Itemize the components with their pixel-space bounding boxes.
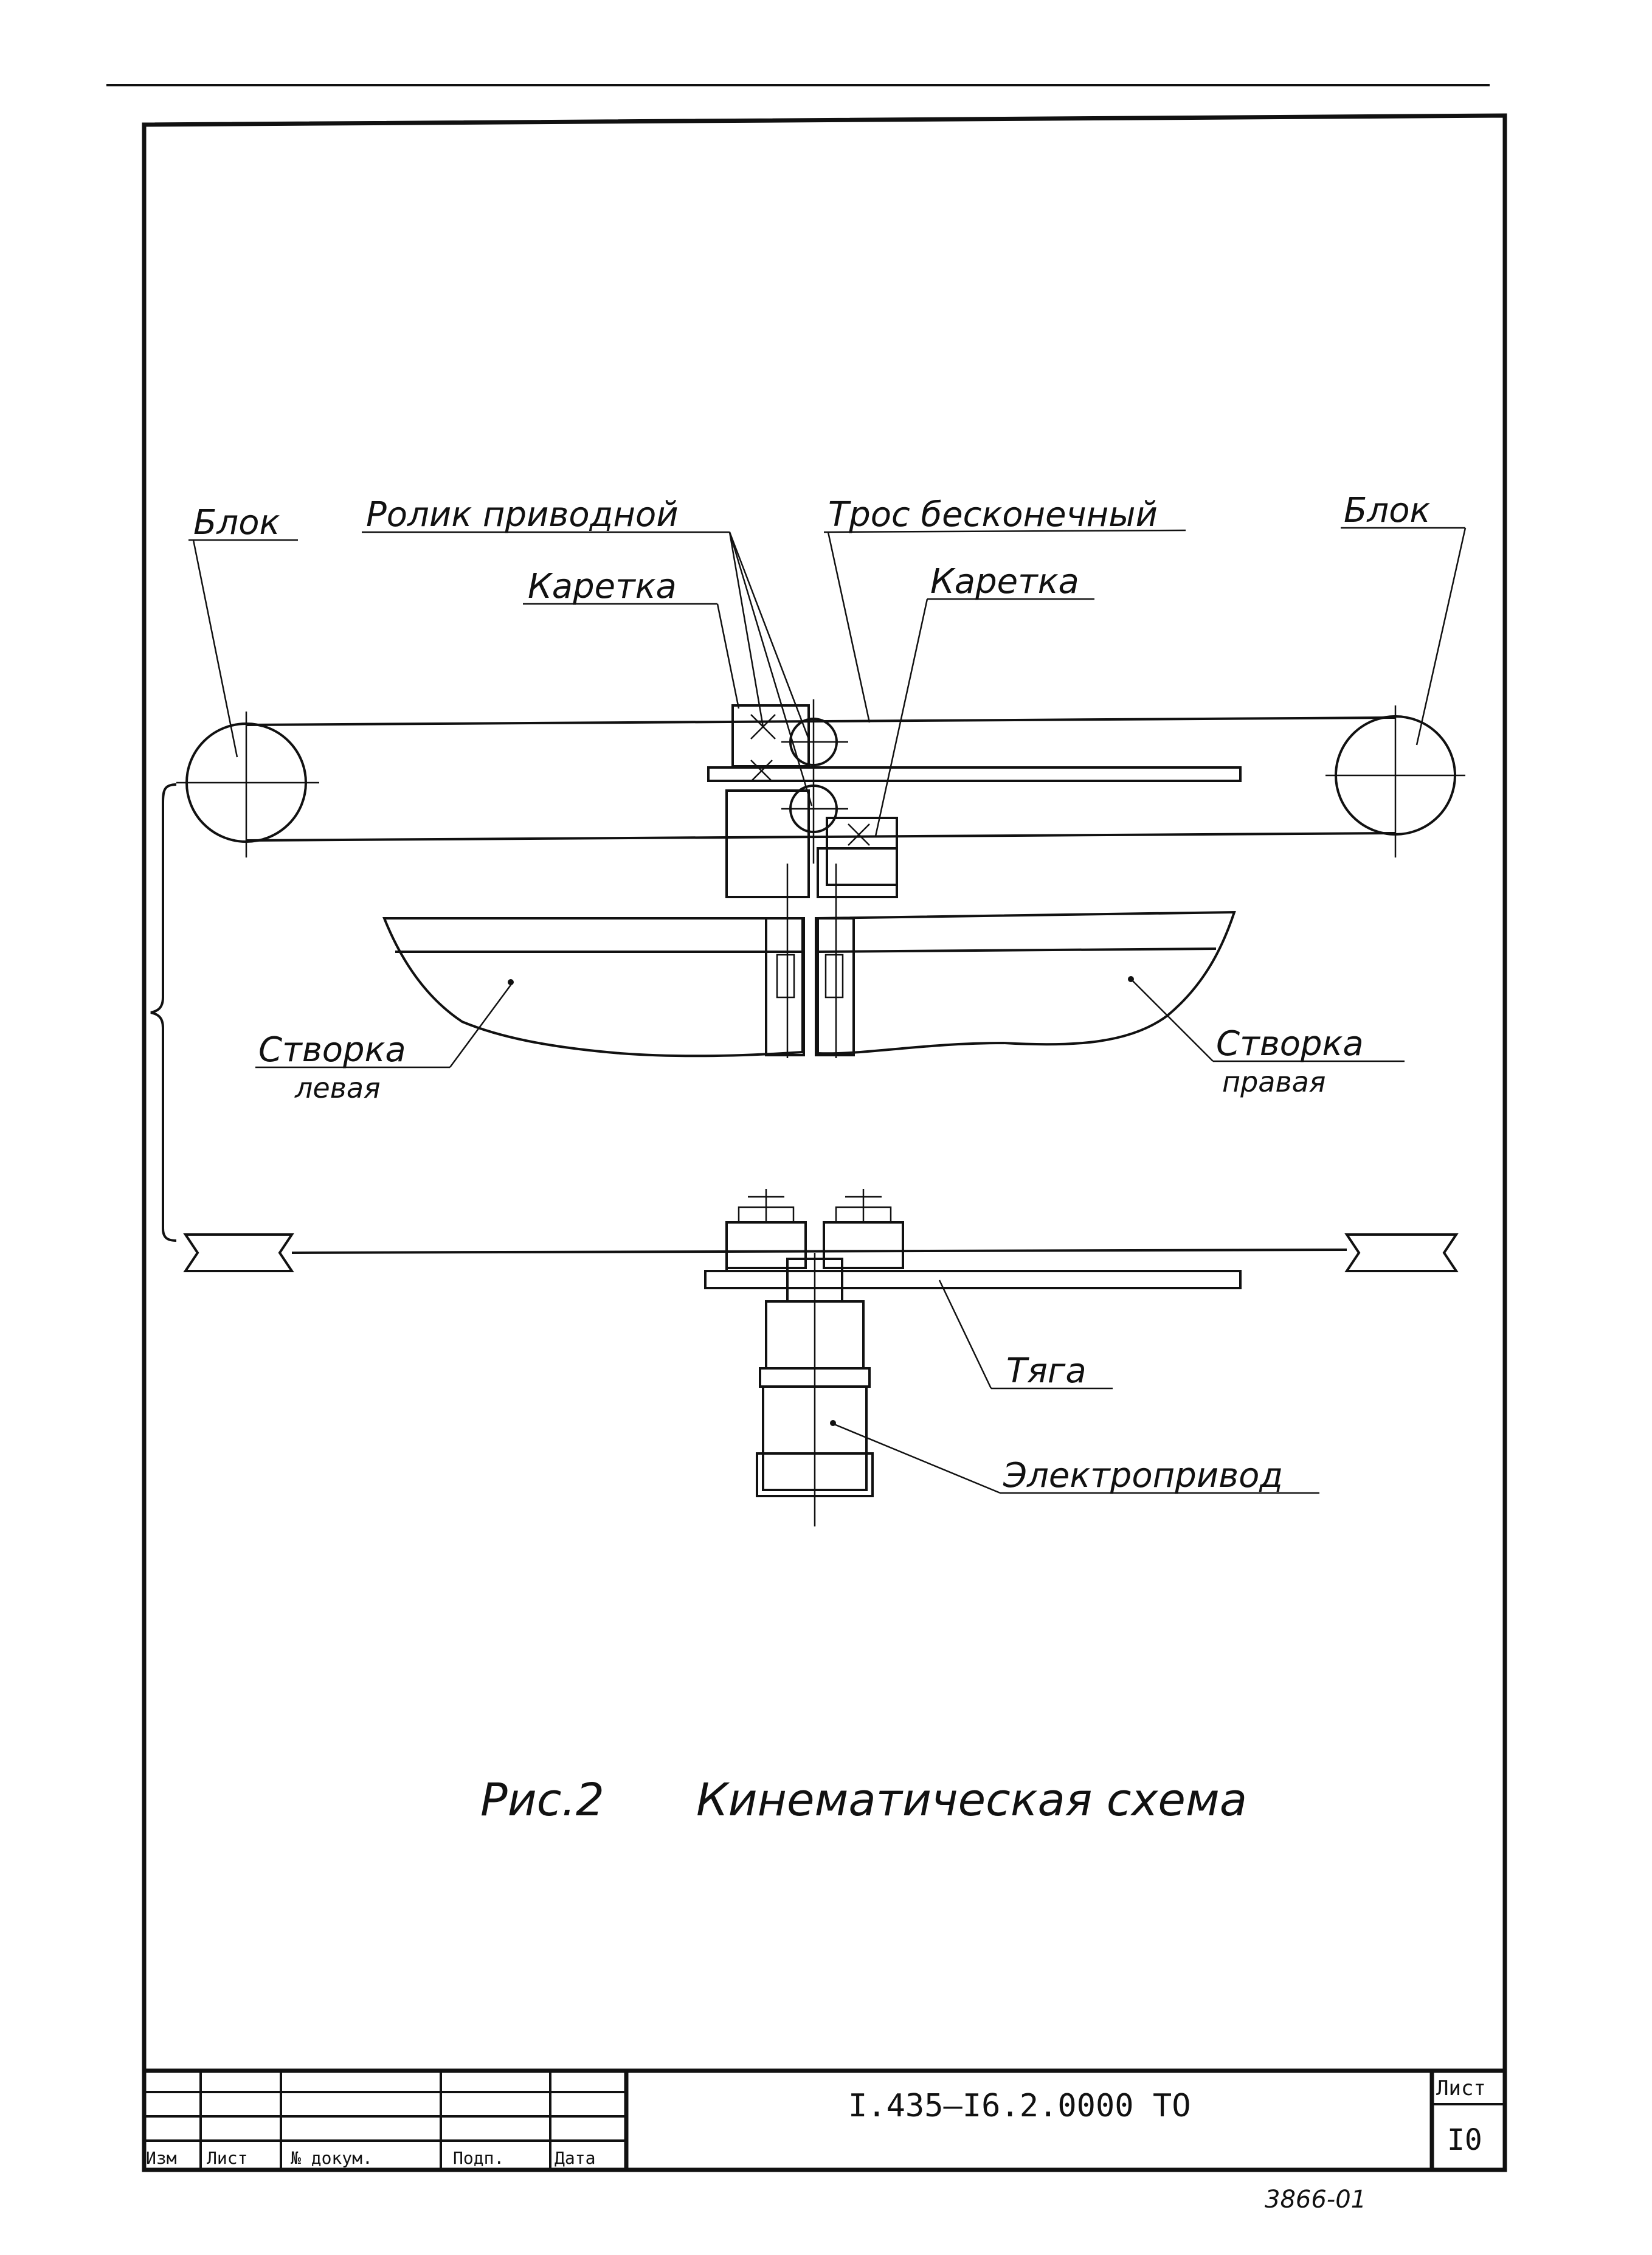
col-list: Лист — [207, 2148, 247, 2168]
right-leaf — [817, 910, 1236, 1055]
left-connector-brace — [150, 783, 177, 1242]
label-electric-drive: Электропривод — [1003, 1456, 1283, 1495]
cable-system — [176, 699, 1465, 1058]
inventory-number: 3866-01 — [1265, 2186, 1366, 2214]
document-code: I.435–I6.2.0000 ТО — [848, 2088, 1191, 2124]
col-signature: Подп. — [453, 2148, 504, 2168]
sheet-number: I0 — [1447, 2123, 1482, 2157]
col-doc-number: № докум. — [291, 2148, 373, 2168]
label-leaf-left-2: левая — [294, 1072, 381, 1104]
label-leaf-right-2: правая — [1222, 1065, 1325, 1098]
lower-right-block — [1344, 1233, 1459, 1272]
label-block-right: Блок — [1344, 491, 1430, 530]
label-drive-roller: Ролик приводной — [366, 495, 679, 535]
door-leaves — [382, 910, 1236, 1058]
cable-upper-run — [246, 716, 1396, 726]
left-carriage — [725, 704, 810, 898]
figure-title: Кинематическая схема — [696, 1774, 1247, 1826]
drawing-frame — [142, 113, 1507, 2172]
label-rod: Тяга — [1006, 1351, 1087, 1391]
col-date: Дата — [555, 2148, 595, 2168]
label-block-left: Блок — [193, 503, 280, 542]
label-carriage-left: Каретка — [528, 567, 677, 606]
left-leaf — [382, 917, 804, 1058]
lower-cable — [291, 1249, 1347, 1254]
label-endless-cable: Трос бесконечный — [828, 495, 1158, 535]
right-carriage — [817, 817, 898, 898]
guide-rail — [707, 766, 1242, 782]
label-leaf-right-1: Створка — [1216, 1024, 1364, 1064]
cable-lower-run — [246, 832, 1396, 842]
lower-linkage — [150, 783, 1459, 1526]
label-carriage-right: Каретка — [930, 562, 1079, 601]
sheet-label: Лист — [1436, 2076, 1486, 2101]
drive-rollers — [781, 699, 848, 864]
lower-left-block — [183, 1233, 294, 1272]
col-izm: Изм — [146, 2148, 177, 2168]
left-block-pulley — [176, 712, 319, 857]
figure-number: Рис.2 — [480, 1774, 604, 1826]
leader-lines — [188, 527, 1467, 1494]
rod — [704, 1270, 1242, 1289]
title-block: Изм Лист № докум. Подп. Дата I.435–I6.2.… — [144, 2068, 1505, 2170]
label-leaf-left-1: Створка — [258, 1030, 406, 1070]
